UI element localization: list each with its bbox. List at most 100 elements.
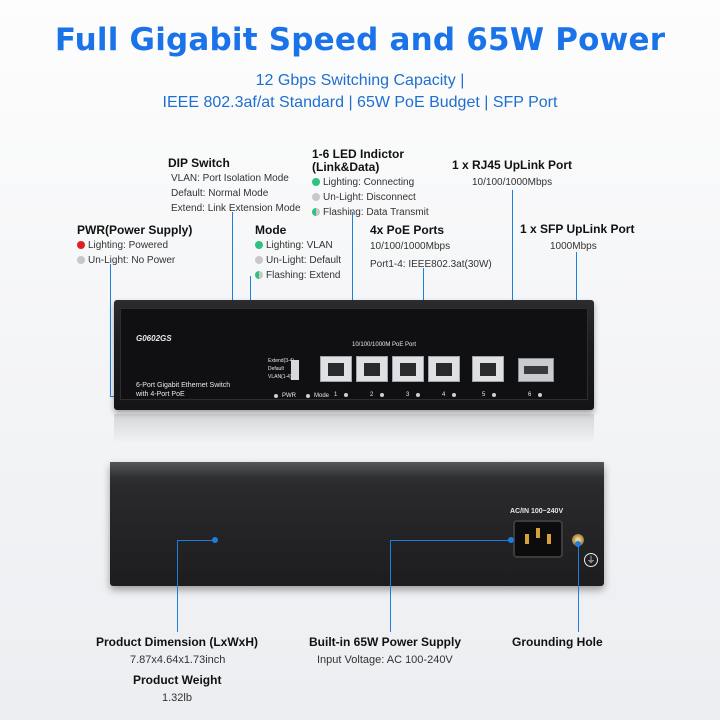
sfp-speed: 1000Mbps — [550, 241, 597, 252]
led-flashing: Flashing: Data Transmit — [323, 207, 429, 218]
pwr-callout: PWR(Power Supply) Lighting: Powered Un-L… — [77, 224, 192, 267]
dip-switch-line: Extend: Link Extension Mode — [171, 203, 301, 214]
dip-switch-line: Default: Normal Mode — [171, 188, 269, 199]
leader-line — [512, 190, 513, 376]
pwr-label: PWR — [282, 393, 296, 399]
device-reflection — [114, 414, 594, 444]
mode-led — [306, 394, 310, 398]
dip-label-extend: Extend(3-4) — [268, 358, 295, 364]
port-number: 3 — [406, 392, 410, 398]
model-label: G0602GS — [136, 334, 172, 343]
weight-value: 1.32lb — [162, 692, 192, 704]
ground-icon: ⏚ — [584, 553, 598, 567]
poe-port-label: 10/100/1000M PoE Port — [352, 342, 417, 348]
dip-switch-callout: DIP Switch VLAN: Port Isolation Mode Def… — [168, 157, 301, 215]
sfp-uplink-port — [518, 358, 554, 382]
ac-input-label: AC/IN 100~240V — [510, 508, 564, 515]
leader-dot — [212, 537, 218, 543]
grounding-header: Grounding Hole — [512, 635, 603, 649]
flashing-led-icon — [312, 208, 320, 216]
green-led-icon — [255, 241, 263, 249]
dimension-block: Product Dimension (LxWxH) 7.87x4.64x1.73… — [96, 635, 259, 667]
port-number: 4 — [442, 392, 446, 398]
page-title: Full Gigabit Speed and 65W Power — [54, 22, 666, 58]
power-socket — [513, 520, 563, 558]
front-desc-2: with 4-Port PoE — [136, 391, 185, 398]
poe-port-4 — [428, 356, 460, 382]
weight-header: Product Weight — [133, 673, 222, 687]
leader-line — [578, 544, 579, 632]
gray-led-icon — [255, 256, 263, 264]
dip-switch-header: DIP Switch — [168, 156, 230, 170]
subtitle-line-1: 12 Gbps Switching Capacity | — [255, 72, 465, 89]
sfp-callout: 1 x SFP UpLink Port 1000Mbps — [520, 223, 634, 253]
dip-switch-line: VLAN: Port Isolation Mode — [171, 173, 289, 184]
port-led — [538, 393, 542, 397]
port-led — [380, 393, 384, 397]
red-led-icon — [77, 241, 85, 249]
led-unlight: Un-Light: Disconnect — [323, 192, 416, 203]
green-led-icon — [312, 178, 320, 186]
led-indicator-callout: 1-6 LED Indictor (Link&Data) Lighting: C… — [312, 148, 429, 219]
subtitle-line-2: IEEE 802.3af/at Standard | 65W PoE Budge… — [162, 94, 558, 111]
dip-switch[interactable] — [291, 360, 299, 380]
led-lighting: Lighting: Connecting — [323, 177, 415, 188]
psu-block: Built-in 65W Power Supply Input Voltage:… — [309, 635, 462, 667]
leader-line — [110, 264, 111, 396]
psu-value: Input Voltage: AC 100-240V — [317, 654, 453, 666]
poe-port-1 — [320, 356, 352, 382]
leader-line — [177, 540, 178, 632]
mode-flashing: Flashing: Extend — [266, 270, 341, 281]
rj45-callout: 1 x RJ45 UpLink Port 10/100/1000Mbps — [452, 159, 572, 189]
dip-label-default: Default — [268, 366, 284, 372]
pwr-header: PWR(Power Supply) — [77, 223, 193, 237]
poe-callout: 4x PoE Ports 10/100/1000Mbps Port1-4: IE… — [370, 224, 492, 271]
sfp-header: 1 x SFP UpLink Port — [520, 222, 635, 236]
leader-line — [232, 212, 233, 370]
led-header: 1-6 LED Indictor — [312, 147, 405, 161]
gray-led-icon — [77, 256, 85, 264]
led-header-sub: (Link&Data) — [312, 160, 380, 174]
leader-line — [390, 540, 511, 541]
port-number: 6 — [528, 392, 532, 398]
dip-label-vlan: VLAN(1-4) — [268, 374, 292, 380]
dimension-header: Product Dimension (LxWxH) — [96, 635, 259, 649]
flashing-led-icon — [255, 271, 263, 279]
port-led — [344, 393, 348, 397]
mode-lighting: Lighting: VLAN — [266, 240, 333, 251]
poe-port-3 — [392, 356, 424, 382]
psu-header: Built-in 65W Power Supply — [309, 635, 462, 649]
pwr-led — [274, 394, 278, 398]
front-desc-1: 6-Port Gigabit Ethernet Switch — [136, 382, 231, 389]
rj45-speed: 10/100/1000Mbps — [472, 177, 553, 188]
leader-dot — [508, 537, 514, 543]
port-led — [416, 393, 420, 397]
grounding-block: Grounding Hole — [512, 636, 603, 649]
mode-header: Mode — [255, 223, 287, 237]
port-led — [452, 393, 456, 397]
switch-back-panel: AC/IN 100~240V ⏚ — [110, 462, 604, 586]
back-top-edge — [110, 462, 604, 476]
switch-front-panel: G0602GS 10/100/1000M PoE Port Extend(3-4… — [114, 300, 594, 410]
port-led — [492, 393, 496, 397]
poe-port-2 — [356, 356, 388, 382]
weight-block: Product Weight 1.32lb — [133, 673, 222, 705]
leader-line — [390, 540, 391, 632]
poe-standard: Port1-4: IEEE802.3at(30W) — [370, 259, 492, 270]
front-bezel — [120, 308, 588, 400]
leader-line — [177, 540, 215, 541]
mode-label: Mode — [314, 393, 330, 399]
poe-speed: 10/100/1000Mbps — [370, 241, 451, 252]
dimension-value: 7.87x4.64x1.73inch — [130, 654, 226, 666]
gray-led-icon — [312, 193, 320, 201]
mode-unlight: Un-Light: Default — [266, 255, 342, 266]
rj45-uplink-port — [472, 356, 504, 382]
poe-header: 4x PoE Ports — [370, 223, 445, 237]
pwr-lighting: Lighting: Powered — [88, 240, 169, 251]
port-number: 5 — [482, 392, 486, 398]
port-number: 2 — [370, 392, 374, 398]
port-number: 1 — [334, 392, 338, 398]
rj45-header: 1 x RJ45 UpLink Port — [452, 158, 573, 172]
pwr-unlight: Un-Light: No Power — [88, 255, 176, 266]
mode-callout: Mode Lighting: VLAN Un-Light: Default Fl… — [255, 224, 341, 282]
